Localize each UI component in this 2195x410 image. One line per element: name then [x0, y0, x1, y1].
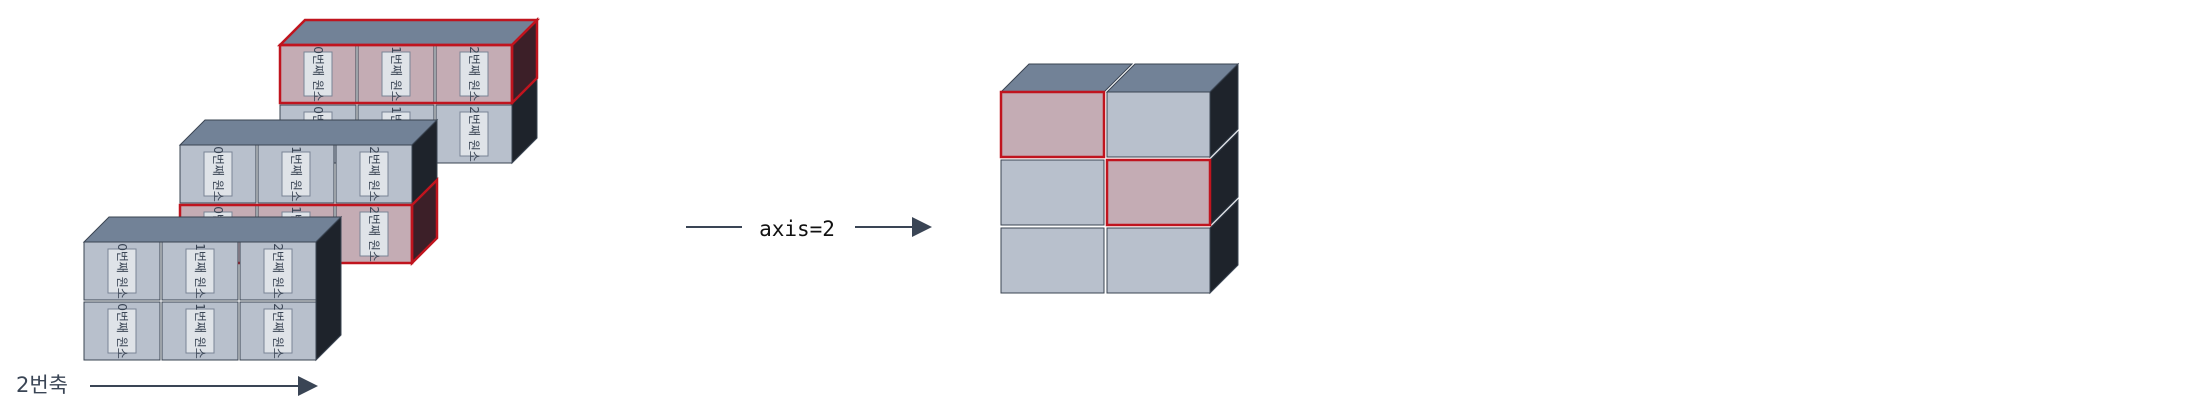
array-cell: 2번째 원소 [239, 301, 317, 361]
cell-label-box [185, 308, 215, 354]
cell-label-box [203, 151, 233, 197]
row-highlight-side [410, 176, 439, 267]
cell-label-box [303, 51, 333, 97]
cell-label: 2번째 원소 [367, 206, 381, 262]
array-cell: 2번째 원소 [335, 204, 413, 264]
cell-label-box [107, 308, 137, 354]
layer-top-face [178, 119, 439, 146]
grid-cell [1000, 227, 1105, 294]
cell-label-box [459, 111, 489, 157]
layer-side-face [315, 215, 342, 362]
array-cell: 0번째 원소 [83, 301, 161, 361]
array-cell: 2번째 원소 [335, 144, 413, 204]
cell-label: 1번째 원소 [193, 303, 207, 359]
array-cell: 1번째 원소 [357, 44, 435, 104]
array-cell: 1번째 원소 [257, 144, 335, 204]
array-cell: 1번째 원소 [161, 301, 239, 361]
axis-label: 2번축 [16, 373, 68, 397]
cell-label: 2번째 원소 [271, 303, 285, 359]
array-cell: 2번째 원소 [435, 44, 513, 104]
array-cell: 2번째 원소 [435, 104, 513, 164]
cell-label: 1번째 원소 [289, 146, 303, 202]
row-highlight-side [510, 16, 539, 107]
grid-cell [1106, 227, 1211, 294]
cell-label: 0번째 원소 [115, 303, 129, 359]
result-2d-array [999, 62, 1240, 295]
cell-label-box [359, 151, 389, 197]
cell-label-box [459, 51, 489, 97]
layer-top-face [278, 19, 539, 46]
array-cell: 2번째 원소 [239, 241, 317, 301]
cell-label-box [107, 248, 137, 294]
cell-label: 0번째 원소 [211, 146, 225, 202]
cell-label-box [263, 248, 293, 294]
array-cell: 1번째 원소 [161, 241, 239, 301]
cell-label: 2번째 원소 [467, 46, 481, 102]
cell-label: 2번째 원소 [271, 243, 285, 299]
cell-label: 2번째 원소 [367, 146, 381, 202]
cell-label-box [185, 248, 215, 294]
cell-label: 1번째 원소 [193, 243, 207, 299]
cell-label: 2번째 원소 [467, 106, 481, 162]
array-cell: 0번째 원소 [83, 241, 161, 301]
grid-cell-highlighted [1105, 158, 1212, 227]
cell-label: 1번째 원소 [389, 46, 403, 102]
cell-label-box [359, 211, 389, 257]
grid-cell [1000, 159, 1105, 226]
array-cell: 0번째 원소 [179, 144, 257, 204]
layer-top-face [82, 216, 343, 243]
grid-cell-highlighted [999, 90, 1106, 159]
cell-label-box [263, 308, 293, 354]
grid-cell [1106, 91, 1211, 158]
cell-label-box [381, 51, 411, 97]
cell-label: 0번째 원소 [311, 46, 325, 102]
array-cell: 0번째 원소 [279, 44, 357, 104]
cell-label-box [281, 151, 311, 197]
layer-2: 0번째 원소 1번째 원소 2번째 원소 0번째 원소 1번째 원소 2번째 원소 [82, 215, 343, 362]
transform-label: axis=2 [759, 217, 835, 241]
cell-label: 0번째 원소 [115, 243, 129, 299]
